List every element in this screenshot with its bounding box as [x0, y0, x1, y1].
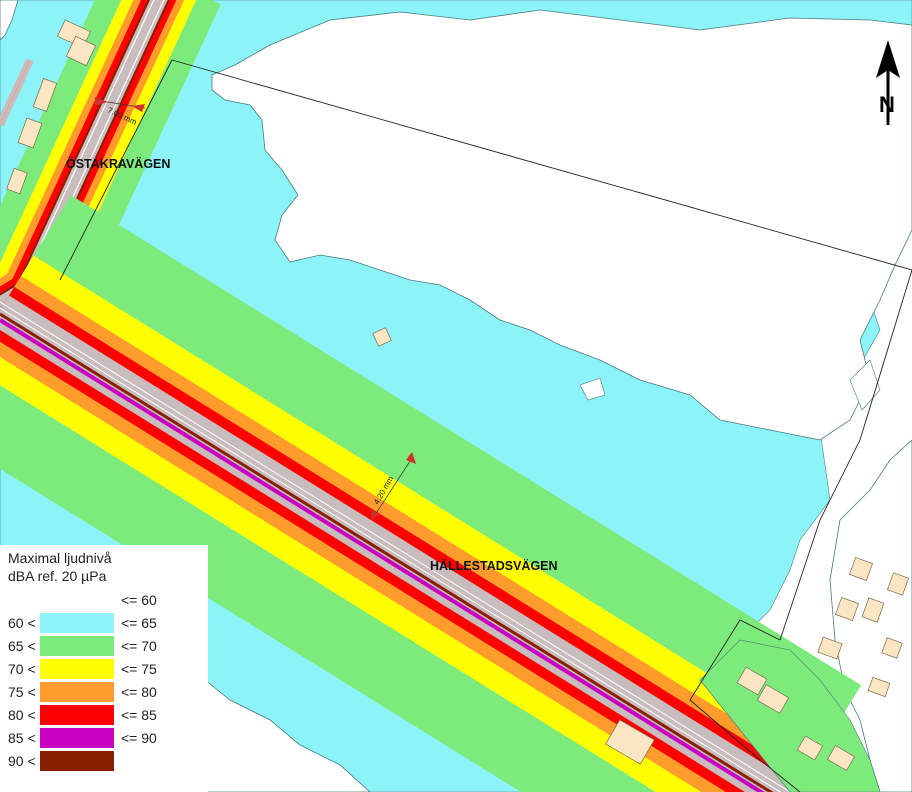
- zone-le-60-southwest: [204, 679, 371, 792]
- zone-le-60-northwest: [0, 0, 19, 41]
- legend-item: 70 < <= 75: [0, 658, 208, 681]
- property-boundary: [59, 59, 912, 792]
- hallestadsvagen-noise-bands: [0, 195, 862, 792]
- legend-swatch: [40, 636, 114, 656]
- building: [835, 597, 859, 621]
- legend-lower: 90 <: [8, 753, 36, 769]
- building: [849, 557, 873, 581]
- north-label: N: [879, 92, 895, 117]
- legend-upper: <= 60: [121, 592, 157, 608]
- white-patch: [579, 377, 606, 401]
- legend-lower: 85 <: [8, 730, 36, 746]
- legend-lower: 65 <: [8, 638, 36, 654]
- white-patch: [849, 359, 881, 411]
- building: [826, 745, 856, 771]
- legend-item: 85 < <= 90: [0, 727, 208, 750]
- legend-lower: 60 <: [8, 615, 36, 631]
- legend-swatch: [40, 613, 114, 633]
- legend-title-line1: Maximal ljudnivå: [8, 550, 112, 566]
- legend-upper: <= 80: [121, 684, 157, 700]
- building: [6, 167, 28, 195]
- legend-swatch: [40, 751, 114, 771]
- legend-swatch: [40, 590, 114, 610]
- legend-upper: <= 65: [121, 615, 157, 631]
- building: [605, 719, 655, 765]
- building: [861, 597, 885, 623]
- road-label-ostakravagen: ÖSTAKRAVÄGEN: [66, 156, 170, 171]
- legend-upper: <= 90: [121, 730, 157, 746]
- legend-lower: 80 <: [8, 707, 36, 723]
- legend-item: 60 < <= 65: [0, 612, 208, 635]
- building: [867, 676, 891, 698]
- building: [736, 666, 768, 696]
- legend-swatch: [40, 682, 114, 702]
- building: [796, 735, 824, 761]
- building: [65, 35, 97, 67]
- legend-item: 65 < <= 70: [0, 635, 208, 658]
- building: [881, 637, 903, 659]
- zone-le-60-north: [211, 9, 912, 441]
- road-label-hallestadsvagen: HÄLLESTADSVÄGEN: [430, 558, 558, 573]
- legend-swatch: [40, 728, 114, 748]
- building: [756, 684, 790, 714]
- legend-lower: 70 <: [8, 661, 36, 677]
- building: [17, 117, 43, 149]
- legend-upper: <= 70: [121, 638, 157, 654]
- buildings: [6, 19, 910, 771]
- legend: Maximal ljudnivå dBA ref. 20 µPa <= 60 6…: [0, 545, 208, 792]
- legend-swatch: [40, 705, 114, 725]
- building: [32, 78, 58, 112]
- legend-swatch: [40, 659, 114, 679]
- legend-item: 80 < <= 85: [0, 704, 208, 727]
- north-arrow-icon: N: [876, 40, 900, 125]
- building: [817, 636, 843, 660]
- building: [372, 327, 392, 347]
- legend-upper: <= 85: [121, 707, 157, 723]
- legend-title-line2: dBA ref. 20 µPa: [8, 568, 107, 584]
- legend-lower: 75 <: [8, 684, 36, 700]
- building: [886, 572, 910, 596]
- legend-item: <= 60: [0, 589, 208, 612]
- legend-item: 75 < <= 80: [0, 681, 208, 704]
- legend-item: 90 <: [0, 750, 208, 773]
- legend-upper: <= 75: [121, 661, 157, 677]
